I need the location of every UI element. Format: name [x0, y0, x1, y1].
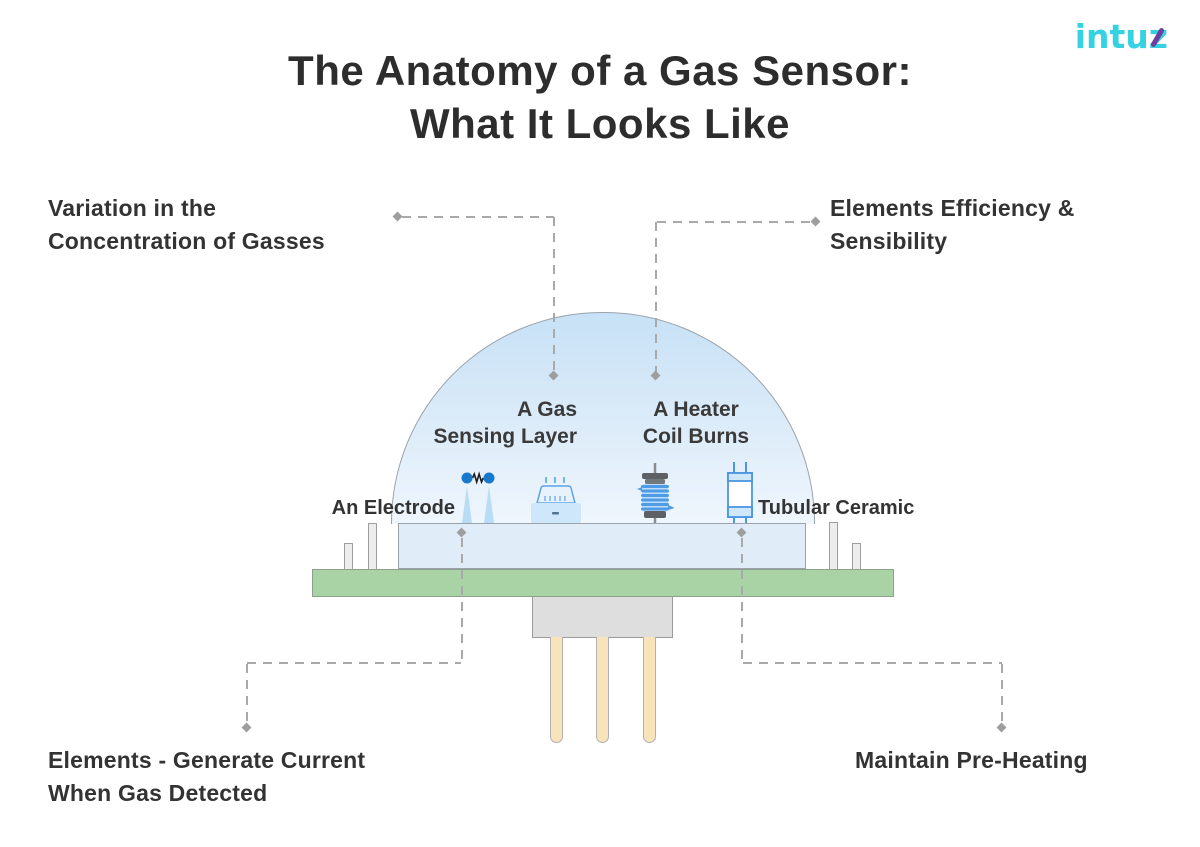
- annotation-bottom-left: Elements - Generate Current When Gas Det…: [48, 744, 365, 810]
- sensor-pin-right-tall: [829, 522, 838, 569]
- connector-bottom-left-vertical-1: [461, 538, 463, 664]
- diamond-arrow-marker: [810, 216, 821, 227]
- sensor-base-plate: [312, 569, 894, 597]
- page-title-line-2: What It Looks Like: [409, 100, 791, 147]
- connector-bottom-right-vertical-1: [741, 538, 743, 664]
- sensor-leg-right: [643, 637, 656, 743]
- logo-text-intu: intu: [1074, 17, 1149, 56]
- page-title-line-1: The Anatomy of a Gas Sensor:: [288, 47, 912, 94]
- connector-bottom-left-horizontal: [247, 662, 461, 664]
- annotation-top-right-line2: Sensibility: [830, 228, 948, 254]
- label-gas-sensing-layer-line1: A Gas: [517, 398, 577, 421]
- label-tubular-ceramic: Tubular Ceramic: [758, 497, 915, 519]
- sensing-layer-icon: [531, 477, 581, 523]
- label-gas-sensing-layer: A Gas Sensing Layer: [433, 396, 577, 450]
- sensor-pin-right-short: [852, 543, 861, 569]
- electrode-icon: [461, 471, 495, 523]
- tubular-ceramic-icon: [727, 462, 753, 523]
- sensor-leg-middle: [596, 637, 609, 743]
- label-heater-coil-line1: A Heater: [653, 398, 739, 421]
- annotation-bottom-right: Maintain Pre-Heating: [855, 744, 1088, 777]
- connector-bottom-right-horizontal: [743, 662, 1002, 664]
- annotation-bottom-right-line1: Maintain Pre-Heating: [855, 747, 1088, 773]
- diamond-arrow-marker: [996, 722, 1007, 733]
- intuz-logo: intuz: [1075, 20, 1168, 53]
- connector-bottom-left-vertical-2: [246, 664, 248, 724]
- annotation-top-right-line1: Elements Efficiency &: [830, 195, 1075, 221]
- connector-top-left-vertical: [553, 217, 555, 372]
- connector-top-right-horizontal: [657, 221, 811, 223]
- label-electrode: An Electrode: [331, 497, 455, 519]
- annotation-bottom-left-line1: Elements - Generate Current: [48, 747, 366, 773]
- heater-coil-icon: [637, 463, 674, 523]
- annotation-bottom-left-line2: When Gas Detected: [48, 780, 268, 806]
- label-gas-sensing-layer-line2: Sensing Layer: [433, 425, 577, 448]
- annotation-top-right: Elements Efficiency & Sensibility: [830, 192, 1075, 258]
- diamond-arrow-marker: [392, 211, 403, 222]
- annotation-top-left: Variation in the Concentration of Gasses: [48, 192, 325, 258]
- sensor-stem: [532, 597, 673, 638]
- annotation-top-left-line1: Variation in the: [48, 195, 217, 221]
- sensor-leg-left: [550, 637, 563, 743]
- connector-top-right-vertical: [655, 222, 657, 372]
- connector-bottom-right-vertical-2: [1001, 664, 1003, 724]
- sensor-pin-left-tall: [368, 523, 377, 569]
- sensor-pin-left-short: [344, 543, 353, 569]
- label-heater-coil: A Heater Coil Burns: [616, 396, 776, 450]
- logo-z-with-slash: z: [1148, 17, 1168, 56]
- connector-top-left-horizontal: [402, 216, 554, 218]
- label-heater-coil-line2: Coil Burns: [642, 425, 750, 448]
- diamond-arrow-marker: [241, 722, 252, 733]
- annotation-top-left-line2: Concentration of Gasses: [48, 228, 325, 254]
